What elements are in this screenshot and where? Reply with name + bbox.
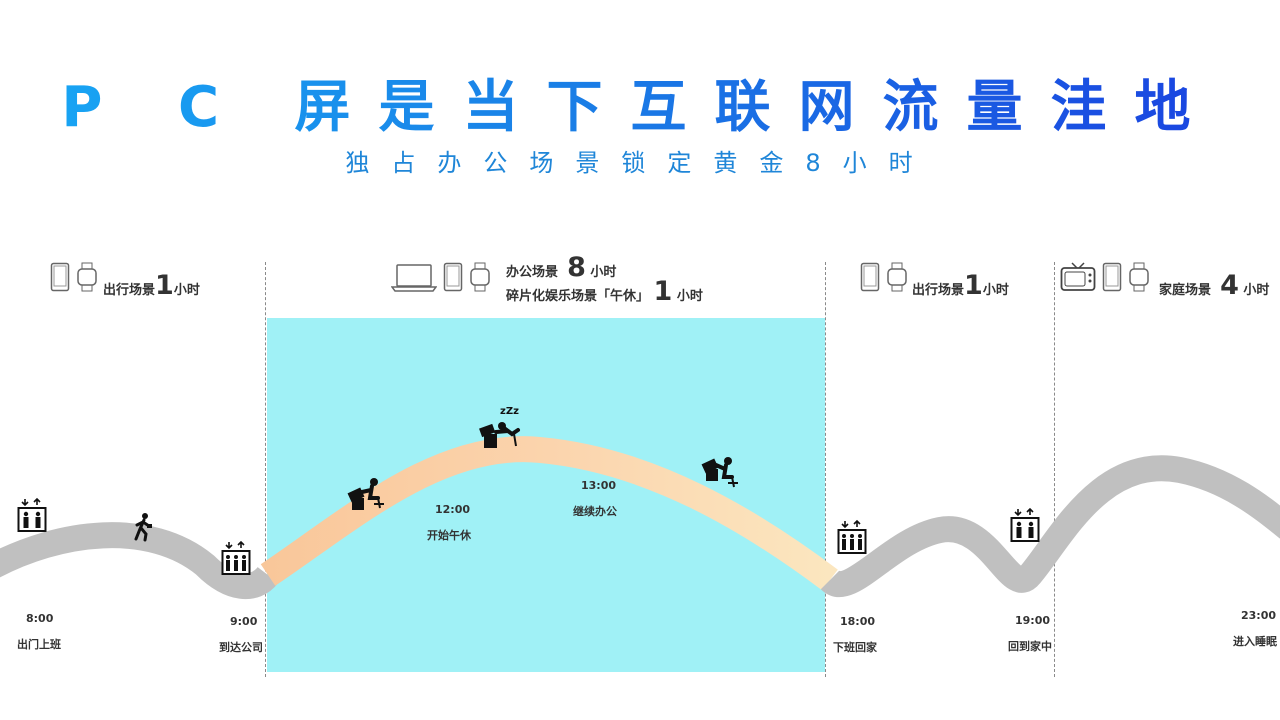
desk-worker-icon	[347, 478, 384, 510]
smartwatch-icon	[77, 262, 97, 292]
commute-pm-devices	[860, 262, 908, 292]
office-devices	[391, 262, 491, 292]
tv-icon	[1060, 262, 1096, 291]
time-label: 13:00	[581, 479, 617, 492]
road-office-peak	[260, 436, 838, 591]
leisure-scene-label: 碎片化娱乐场景「午休」 1 小时	[506, 276, 703, 307]
home-label: 家庭场景 4 小时	[1159, 270, 1270, 301]
smartwatch-icon	[887, 262, 907, 292]
sleeping-worker-icon: zZz	[479, 406, 520, 448]
desk-worker-icon	[701, 457, 738, 488]
event-label: 出门上班	[17, 638, 61, 651]
event-label: 下班回家	[833, 641, 877, 654]
time-label: 18:00	[840, 615, 876, 628]
separator-line	[265, 262, 266, 677]
elevator-icon	[1010, 507, 1040, 542]
page-subtitle: 独占办公场景锁定黄金8小时	[345, 149, 935, 177]
svg-text:zZz: zZz	[500, 406, 519, 417]
commute-am-devices	[50, 262, 98, 292]
smartwatch-icon	[470, 262, 490, 292]
road-morning	[0, 522, 279, 600]
elevator-icon	[837, 519, 867, 554]
event-label: 继续办公	[573, 505, 617, 518]
separator-line	[1054, 262, 1055, 677]
phone-icon	[1102, 262, 1122, 292]
smartwatch-icon	[1129, 262, 1149, 292]
event-label: 到达公司	[219, 641, 263, 654]
separator-line	[825, 262, 826, 677]
laptop-icon	[391, 264, 437, 292]
event-label: 开始午休	[427, 529, 471, 542]
commute-pm-label: 出行场景1小时	[912, 270, 1009, 301]
page-title: P C 屏是当下互联网流量洼地	[0, 62, 1280, 143]
event-label: 回到家中	[1008, 640, 1052, 653]
elevator-icon	[17, 497, 47, 532]
phone-icon	[50, 262, 70, 292]
time-label: 23:00	[1241, 609, 1277, 622]
road-evening	[820, 455, 1280, 597]
phone-icon	[443, 262, 463, 292]
time-label: 12:00	[435, 503, 471, 516]
phone-icon	[860, 262, 880, 292]
time-label: 8:00	[26, 612, 54, 625]
home-devices	[1060, 262, 1150, 292]
commute-am-label: 出行场景1小时	[103, 270, 200, 301]
elevator-icon	[221, 540, 251, 575]
event-label: 进入睡眠	[1233, 635, 1277, 648]
time-label: 9:00	[230, 615, 258, 628]
walking-person-icon	[134, 513, 152, 542]
office-scene-label: 办公场景 8 小时	[506, 252, 617, 283]
time-label: 19:00	[1015, 614, 1051, 627]
